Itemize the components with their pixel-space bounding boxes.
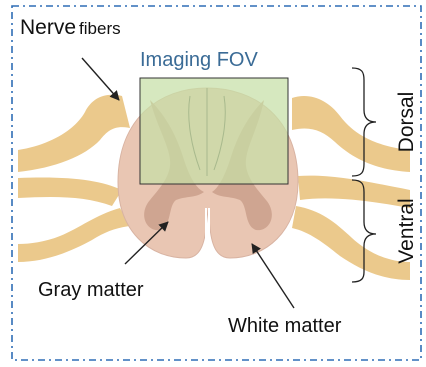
gray-matter-label: Gray matter [38,279,144,301]
white-matter-arrow [252,244,294,308]
imaging-fov-box [140,78,288,184]
white-matter-label: White matter [228,315,342,337]
left-nerve-roots [18,95,130,262]
nerve-fibers-arrow [82,58,119,100]
imaging-fov-label: Imaging FOV [140,49,258,71]
right-nerve-roots [292,96,410,280]
dorsal-label: Dorsal [395,92,418,153]
ventral-label: Ventral [395,198,418,263]
